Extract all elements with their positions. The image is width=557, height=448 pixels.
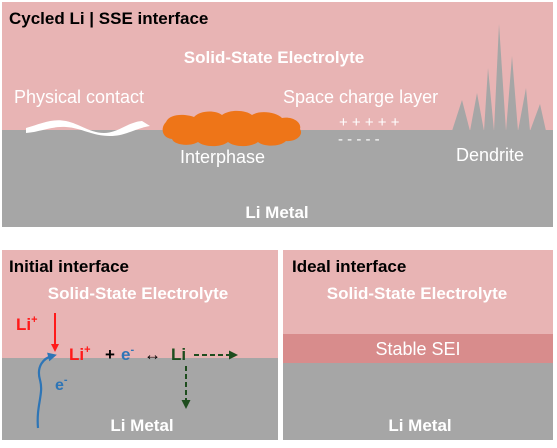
physical-contact-gap-shape — [26, 120, 150, 136]
electron-label-low: e- — [55, 374, 68, 394]
ideal-interface-panel: Ideal interface Solid-State Electrolyte … — [283, 250, 553, 440]
dendrite-shape — [452, 24, 546, 131]
stable-sei-label: Stable SEI — [375, 339, 460, 359]
top-metal-region — [2, 130, 553, 227]
ideal-electrolyte-region — [283, 250, 553, 334]
reaction-double-arrow: ↔ — [144, 345, 161, 364]
physical-contact-label: Physical contact — [14, 87, 144, 107]
ideal-metal-label: Li Metal — [388, 416, 451, 435]
ideal-electrolyte-label: Solid-State Electrolyte — [327, 284, 507, 303]
lithium-ion-label-reaction: Li+ — [69, 344, 91, 364]
interphase-shape — [162, 110, 302, 147]
stable-sei-layer — [283, 334, 553, 363]
reaction-plus-sign: + — [105, 345, 115, 364]
electron-path-arrow — [36, 352, 57, 429]
initial-metal-region — [2, 358, 278, 440]
positive-charges-label: + + + + + — [339, 114, 400, 131]
dendrite-label: Dendrite — [456, 145, 524, 165]
top-metal-label: Li Metal — [245, 203, 308, 222]
top-electrolyte-label: Solid-State Electrolyte — [184, 48, 364, 67]
lithium-atom-label: Li — [171, 345, 186, 364]
ideal-metal-region — [283, 363, 553, 440]
top-panel: Cycled Li | SSE interface Solid-State El… — [2, 2, 553, 227]
negative-charges-label: - - - - - — [338, 131, 380, 148]
initial-interface-panel: Initial interface Solid-State Electrolyt… — [2, 250, 278, 440]
interphase-label: Interphase — [180, 147, 265, 167]
initial-electrolyte-label: Solid-State Electrolyte — [48, 284, 228, 303]
top-panel-title: Cycled Li | SSE interface — [9, 9, 208, 28]
initial-electrolyte-region — [2, 250, 278, 358]
ideal-interface-title: Ideal interface — [292, 257, 406, 276]
lithium-ion-label-top: Li+ — [16, 314, 38, 334]
space-charge-layer-label: Space charge layer — [283, 87, 438, 107]
initial-metal-label: Li Metal — [110, 416, 173, 435]
initial-interface-title: Initial interface — [9, 257, 129, 276]
electron-label-reaction: e- — [121, 344, 134, 364]
